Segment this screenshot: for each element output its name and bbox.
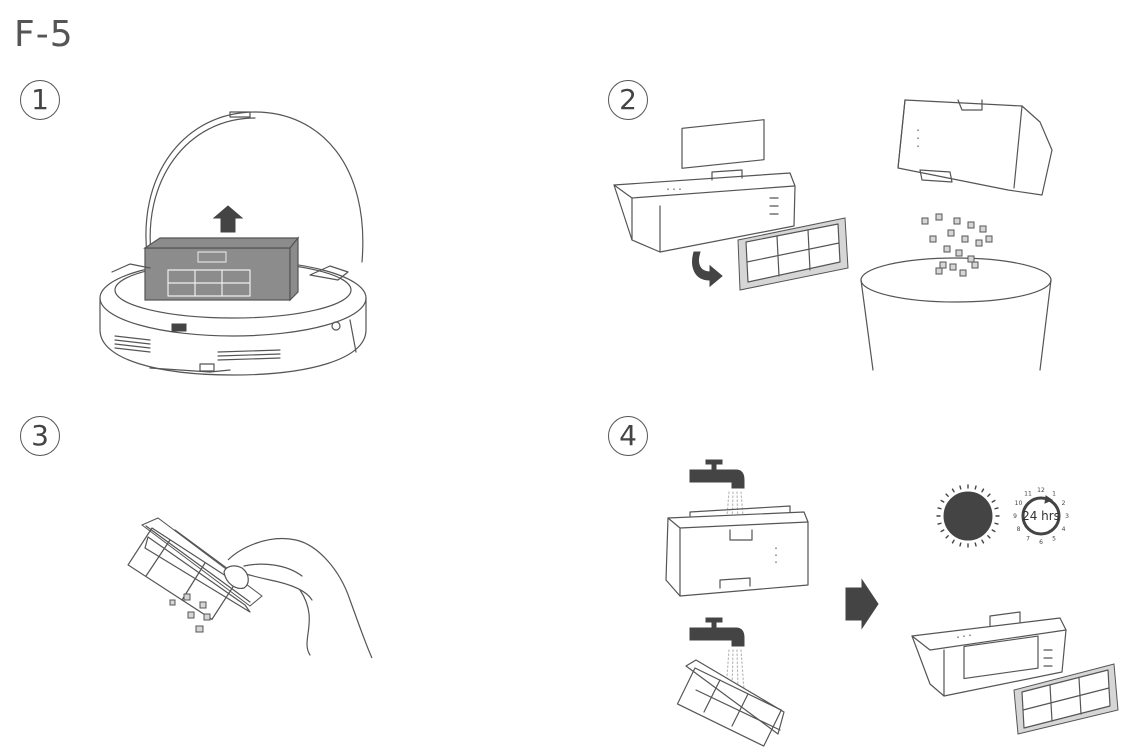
sun-ray: [940, 529, 945, 533]
sun-ray: [945, 493, 949, 497]
clock-number: 2: [1062, 500, 1066, 507]
sun-ray: [974, 542, 977, 547]
sun-ray: [994, 522, 999, 525]
sun-ray: [987, 535, 991, 539]
sun-ray: [945, 535, 949, 539]
dustbin-filter-removal-illustration: [613, 99, 1053, 371]
sun-ray: [991, 499, 996, 503]
sun-ray: [981, 539, 985, 544]
clock-number: 5: [1052, 536, 1056, 543]
step-2-badge: 2: [608, 80, 648, 120]
sun-ray: [994, 507, 999, 510]
timer-label: 24 hrs: [1022, 509, 1060, 523]
filter-tapping-illustration: [127, 517, 373, 659]
clock-number: 11: [1024, 490, 1032, 497]
clock-number: 7: [1026, 536, 1030, 543]
sun-ray: [974, 485, 977, 490]
clock-number: 1: [1052, 490, 1056, 497]
sun-ray: [991, 529, 996, 533]
step-1-badge: 1: [20, 80, 60, 120]
sun-ray: [981, 488, 985, 493]
page-title: F-5: [14, 14, 74, 55]
sun-ray: [937, 507, 942, 510]
sun-ray: [987, 493, 991, 497]
sun-ray: [940, 499, 945, 503]
clock-number: 12: [1037, 487, 1045, 494]
sun-ray: [959, 542, 962, 547]
clock-number: 6: [1039, 539, 1043, 546]
clock-number: 8: [1017, 526, 1021, 533]
clock-number: 4: [1062, 526, 1066, 533]
step-3-badge: 3: [20, 416, 60, 456]
sun-ray: [951, 539, 955, 544]
clock-number: 3: [1065, 513, 1069, 520]
clock-number: 9: [1013, 513, 1017, 520]
sun-ray: [959, 485, 962, 490]
clock-number: 10: [1015, 500, 1023, 507]
step-4-badge: 4: [608, 416, 648, 456]
robot-vacuum-illustration: [99, 111, 367, 376]
sun-ray: [951, 488, 955, 493]
sun-ray: [937, 522, 942, 525]
